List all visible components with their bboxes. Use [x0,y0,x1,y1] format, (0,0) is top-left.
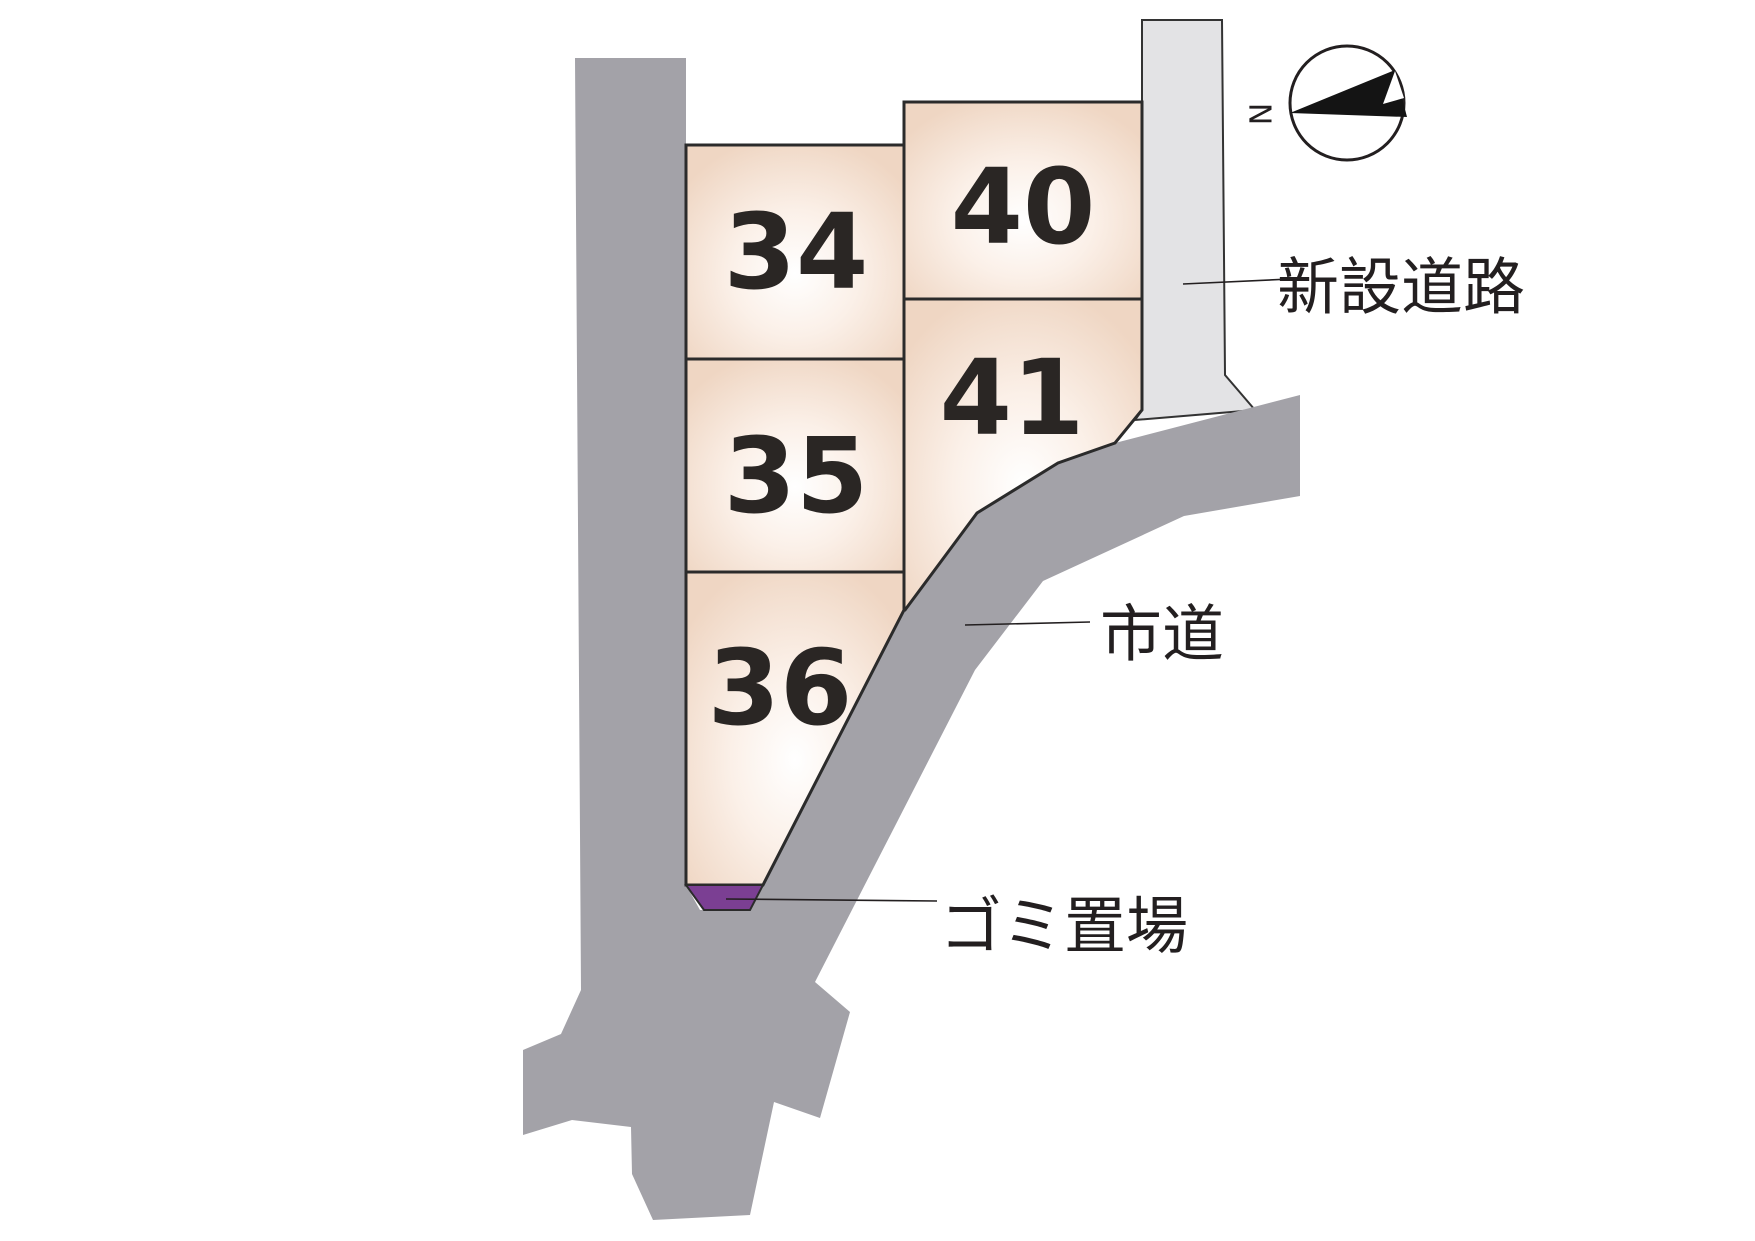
new-road-leader [1182,278,1291,285]
new-road [1132,19,1258,422]
city-road [523,58,1300,1220]
compass: N [1245,44,1407,162]
lot-40-label: 40 [951,146,1096,268]
lot-41-label: 41 [940,337,1085,459]
lot-34-label: 34 [724,191,869,313]
garbage-area [684,884,765,911]
compass-north-letter: N [1245,103,1280,125]
garbage-area-label: ゴミ置場 [940,890,1188,963]
city-road-leader [964,621,1091,626]
lot-35-label: 35 [724,415,869,537]
lot-41[interactable] [902,297,1144,612]
compass-needle-icon [1290,70,1407,117]
lot-36[interactable] [684,570,906,887]
city-road-label: 市道 [1100,598,1224,671]
garbage-area-leader [725,898,938,902]
lot-36-label: 36 [708,627,853,749]
new-road-label: 新設道路 [1277,251,1525,324]
compass-needle-tip-icon [1383,71,1404,104]
